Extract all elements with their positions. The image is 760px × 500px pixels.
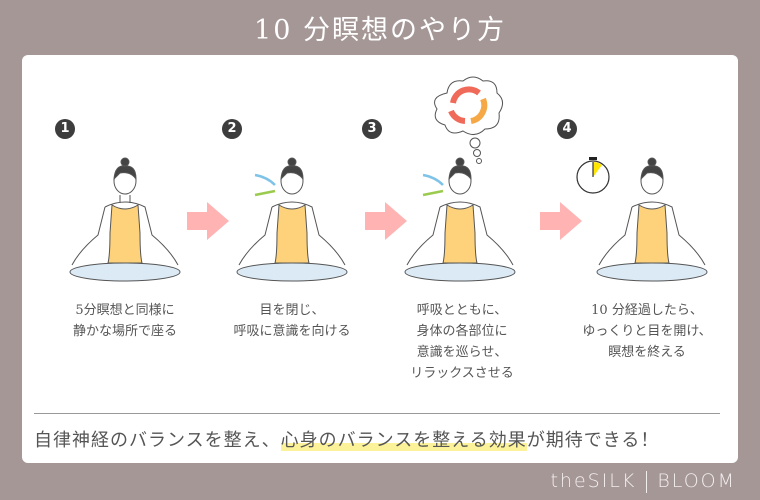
step-4-badge: 4 xyxy=(557,119,577,139)
step-4-caption: 10 分経過したら、 ゆっくりと目を開け、 瞑想を終える xyxy=(582,303,712,360)
meditating-figure-4-icon xyxy=(596,157,708,282)
summary-highlight: 心身のバランスを整える効果 xyxy=(280,430,527,451)
page-title: 10 分瞑想のやり方 xyxy=(254,15,506,46)
instruction-panel: 1 2 3 4 xyxy=(22,55,738,463)
meditating-figure-3-icon xyxy=(404,157,516,282)
meditating-figure-1-icon xyxy=(69,157,181,282)
next-step-arrow-1-icon xyxy=(187,202,229,240)
step-1-caption: 5分瞑想と同様に 静かな場所で座る xyxy=(72,303,177,339)
meditating-figure-2-icon xyxy=(236,157,348,282)
step-3-badge: 3 xyxy=(362,119,382,139)
next-step-arrow-3-icon xyxy=(540,202,582,240)
step-3-caption: 呼吸とともに、 身体の各部位に 意識を巡らせ、 リラックスさせる xyxy=(410,303,514,381)
summary-text: 自律神経のバランスを整え、心身のバランスを整える効果が期待できる！ xyxy=(34,430,660,451)
thought-bubble-cycle-icon xyxy=(434,76,503,164)
next-step-arrow-2-icon xyxy=(365,202,407,240)
step-1-badge: 1 xyxy=(55,119,75,139)
brand-separator xyxy=(646,470,648,493)
step-2-badge: 2 xyxy=(222,119,242,139)
stopwatch-icon xyxy=(576,157,610,194)
step-2-caption: 目を閉じ、 呼吸に意識を向ける xyxy=(233,303,351,339)
divider xyxy=(34,413,720,414)
